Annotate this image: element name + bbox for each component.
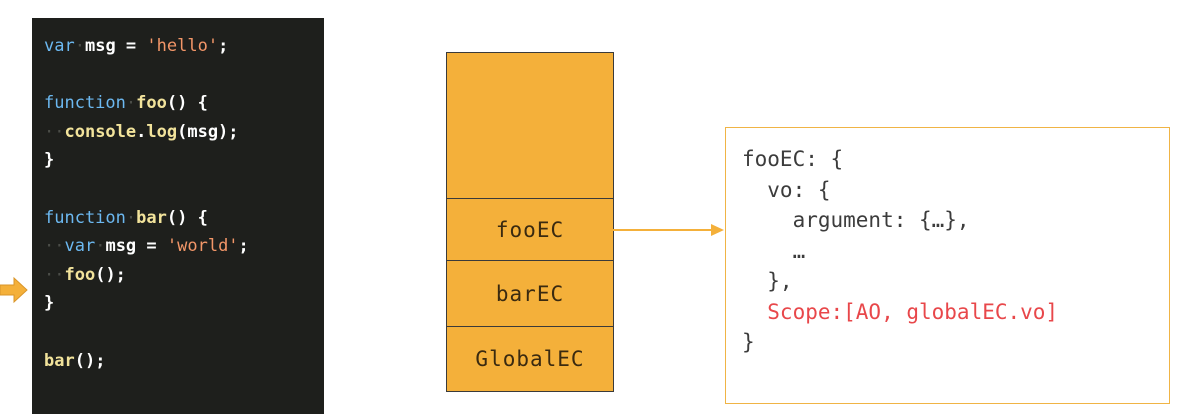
detail-line-5: }, — [742, 269, 793, 293]
code-line-3: function·foo() { — [44, 93, 208, 114]
code-line-7: function·bar() { — [44, 207, 208, 228]
current-line-arrow-icon — [0, 276, 28, 304]
code-panel: var·msg = 'hello'; function·foo() { ··co… — [32, 18, 324, 414]
detail-line-3: argument: {…}, — [742, 208, 970, 232]
code-line-9: ··foo(); — [44, 264, 126, 285]
stack-frame-barec: barEC — [447, 261, 613, 327]
code-line-11 — [44, 318, 324, 347]
detail-scope-line: Scope:[AO, globalEC.vo] — [742, 299, 1059, 324]
detail-line-1: fooEC: { — [742, 147, 844, 171]
fooec-detail-box: fooEC: { vo: { argument: {…}, … }, Scope… — [725, 127, 1170, 404]
execution-context-stack: fooEC barEC GlobalEC — [446, 52, 614, 392]
code-line-5: } — [44, 150, 55, 171]
detail-line-2: vo: { — [742, 177, 831, 202]
code-line-12: bar(); — [44, 350, 106, 371]
code-line-4: ··console.log(msg); — [44, 121, 239, 142]
stack-frame-fooec: fooEC — [447, 199, 613, 261]
code-line-2 — [44, 61, 324, 90]
code-line-6 — [44, 175, 324, 204]
connector-arrow-icon — [612, 224, 724, 236]
detail-line-7: } — [742, 330, 755, 354]
stack-frame-globalec: GlobalEC — [475, 347, 585, 371]
code-line-8: ··var·msg = 'world'; — [44, 236, 249, 257]
detail-line-4: … — [742, 238, 806, 263]
stack-empty-space — [447, 53, 613, 199]
code-line-1: var·msg = 'hello'; — [44, 36, 229, 56]
code-line-10: } — [44, 293, 55, 314]
